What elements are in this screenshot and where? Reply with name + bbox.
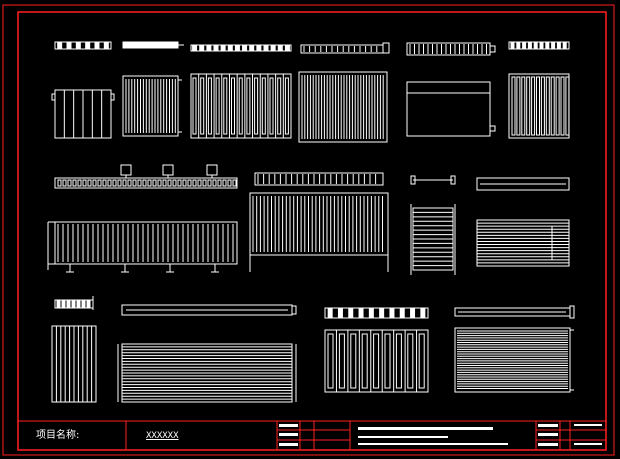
radiator-7: [47, 164, 238, 273]
radiator-4: [298, 42, 390, 143]
radiator-2: [122, 41, 184, 137]
radiator-10: [476, 177, 570, 267]
inner-frame: [17, 11, 607, 451]
radiator-3: [190, 44, 292, 139]
outer-frame: [2, 4, 615, 456]
radiator-11: [51, 296, 97, 403]
radiator-13: [324, 307, 429, 393]
title-block: [18, 420, 606, 450]
project-name-label: 项目名称:: [36, 430, 80, 441]
radiator-12: [117, 304, 297, 403]
radiator-1: [51, 41, 115, 139]
radiator-drawings: [47, 41, 575, 403]
radiator-5: [406, 42, 496, 137]
radiator-14: [454, 305, 575, 393]
title-block-fills: [279, 424, 602, 446]
radiator-8: [249, 172, 389, 272]
project-name-value: XXXXXX: [146, 431, 179, 441]
radiator-6: [508, 41, 570, 139]
radiator-9: [410, 175, 456, 275]
